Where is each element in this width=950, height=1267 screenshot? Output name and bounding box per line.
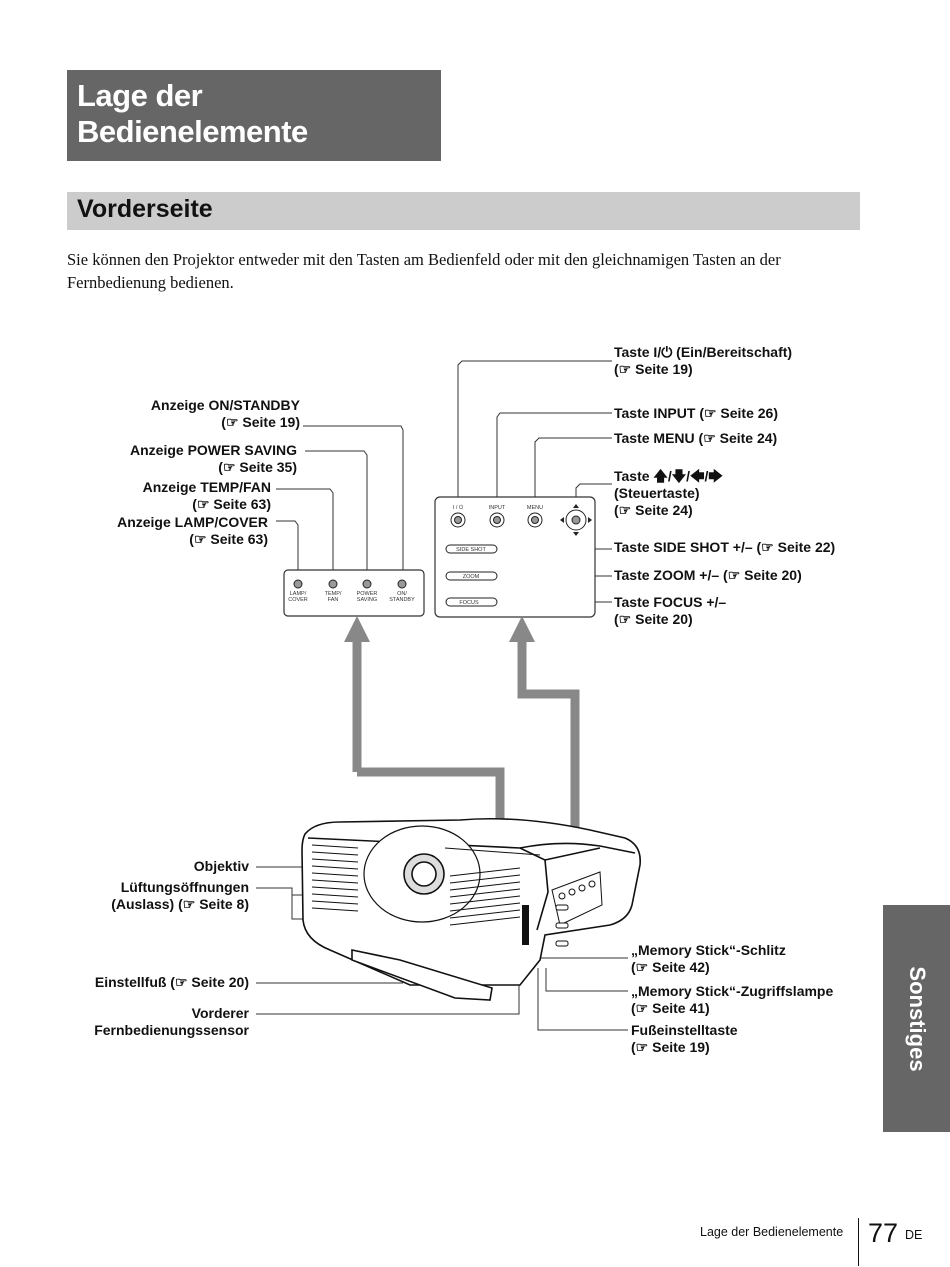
button-panel <box>434 496 596 618</box>
led-label-power2: SAVING <box>357 597 377 603</box>
indicator-leds <box>293 579 407 589</box>
label-objektiv: Objektiv <box>193 858 249 874</box>
led-label-on2: STANDBY <box>389 597 415 603</box>
label-input-key: Taste INPUT (☞ Seite 26) <box>614 405 779 421</box>
vent-slats <box>311 844 521 926</box>
indicator-panel <box>283 569 425 617</box>
btn-label-sideshot: SIDE SHOT <box>456 547 486 553</box>
page-number: 77 <box>868 1218 899 1248</box>
label-focus: Taste FOCUS +/– (☞ Seite 20) <box>614 594 727 627</box>
arrow-key-arrows <box>560 504 592 536</box>
label-lamp-cover: Anzeige LAMP/COVER (☞ Seite 63) <box>117 514 268 547</box>
section-title: Vorderseite <box>77 195 213 223</box>
memory-stick-slot <box>522 905 529 945</box>
side-buttons <box>555 880 596 947</box>
label-temp-fan: Anzeige TEMP/FAN (☞ Seite 63) <box>142 479 271 512</box>
label-on-standby: Anzeige ON/STANDBY (☞ Seite 19) <box>150 397 300 430</box>
label-zoom: Taste ZOOM +/– (☞ Seite 20) <box>614 567 802 583</box>
led-label-lamp: LAMP/ <box>290 591 307 597</box>
pointer-arrows <box>344 616 580 880</box>
projector-body <box>301 817 642 1001</box>
footer-divider <box>858 1218 859 1266</box>
label-sensor: Vorderer Fernbedienungssensor <box>94 1005 249 1038</box>
led-label-on: ON/ <box>397 591 407 597</box>
section-side-tab: Sonstiges <box>883 905 950 1132</box>
label-ms-slot: „Memory Stick“-Schlitz (☞ Seite 42) <box>631 942 786 975</box>
label-power-saving: Anzeige POWER SAVING (☞ Seite 35) <box>130 442 297 475</box>
btn-label-menu: MENU <box>527 505 543 511</box>
label-ms-lamp: „Memory Stick“-Zugriffslampe (☞ Seite 41… <box>631 983 834 1016</box>
intro-text: Sie können den Projektor entweder mit de… <box>67 250 781 292</box>
led-label-temp: TEMP/ <box>325 591 342 597</box>
led-label-power: POWER <box>357 591 378 597</box>
page-title: Lage der Bedienelemente <box>77 78 308 149</box>
label-foot: Einstellfuß (☞ Seite 20) <box>94 974 249 990</box>
title-box: Lage der Bedienelemente <box>67 70 441 161</box>
label-menu-key: Taste MENU (☞ Seite 24) <box>614 430 778 446</box>
label-arrow-key: Taste 🡅/🡇/🡄/🡆 (Steuertaste) (☞ Seite 24) <box>614 468 723 518</box>
label-foot-key: Fußeinstelltaste (☞ Seite 19) <box>631 1022 738 1055</box>
led-label-temp2: FAN <box>328 597 339 603</box>
btn-label-focus: FOCUS <box>459 600 479 606</box>
label-vents: Lüftungsöffnungen (Auslass) (☞ Seite 8) <box>111 879 249 912</box>
btn-label-input: INPUT <box>489 505 506 511</box>
panel-buttons <box>445 509 587 607</box>
side-tab-label: Sonstiges <box>904 965 930 1072</box>
label-power-key: Taste I/⏻ (Ein/Bereitschaft) (☞ Seite 19… <box>614 344 793 377</box>
page-language: DE <box>905 1228 923 1242</box>
footer-section-label: Lage der Bedienelemente <box>700 1225 844 1239</box>
section-bar: Vorderseite <box>67 192 860 230</box>
btn-label-power: I / ⏻ <box>453 504 464 511</box>
btn-label-zoom: ZOOM <box>463 574 480 580</box>
label-side-shot: Taste SIDE SHOT +/– (☞ Seite 22) <box>614 539 836 555</box>
led-label-lamp2: COVER <box>288 597 308 603</box>
